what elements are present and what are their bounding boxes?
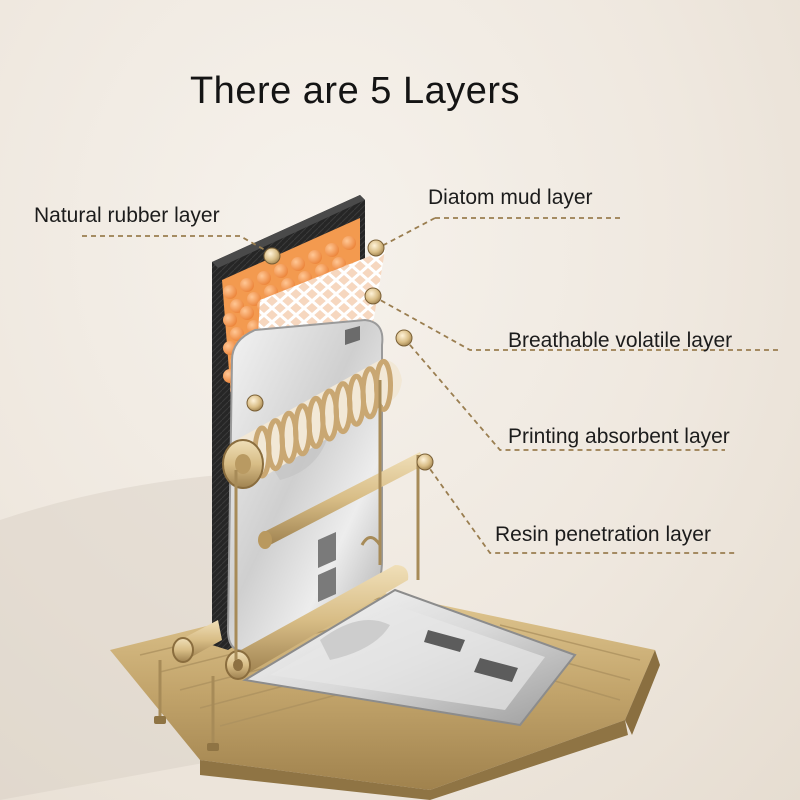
label-diatom-mud-layer: Diatom mud layer xyxy=(428,186,593,209)
ba-logo-embossed xyxy=(424,630,518,682)
marker-dot-icon xyxy=(364,287,382,305)
label-resin-penetration-layer: Resin penetration layer xyxy=(495,523,711,546)
leader-lines xyxy=(82,217,780,554)
foam-bead xyxy=(230,299,244,313)
gold-rod-bottom-icon xyxy=(225,565,409,680)
roller-stripe xyxy=(374,358,393,412)
foam-bead xyxy=(274,264,288,278)
marker-dot-icon xyxy=(416,453,434,471)
ba-logo-vertical xyxy=(318,532,336,602)
foam-bead xyxy=(240,306,254,320)
foam-bead xyxy=(230,327,244,341)
leader-line-diatom xyxy=(377,217,620,249)
leader-line-printing xyxy=(403,337,725,451)
striped-roller-icon xyxy=(222,358,402,489)
left-roller-icon xyxy=(172,620,222,663)
leader-line-resin xyxy=(424,461,735,554)
marker-dot-icon xyxy=(367,239,385,257)
foam-bead xyxy=(257,271,271,285)
foam-bead xyxy=(240,278,254,292)
label-natural-rubber-layer: Natural rubber layer xyxy=(34,204,220,227)
label-breathable-volatile-layer: Breathable volatile layer xyxy=(508,329,733,352)
foam-bead xyxy=(308,250,322,264)
marker-dot-icon xyxy=(395,329,413,347)
gold-rod-middle-icon xyxy=(258,452,426,549)
foam-bead xyxy=(342,236,356,250)
marker-dots xyxy=(246,239,434,471)
foam-bead xyxy=(223,285,237,299)
leader-line-rubber xyxy=(82,235,273,255)
foam-bead xyxy=(223,313,237,327)
label-printing-absorbent-layer: Printing absorbent layer xyxy=(508,425,730,448)
wire-stand xyxy=(158,380,420,745)
foam-bead xyxy=(247,292,261,306)
diagram-title: There are 5 Layers xyxy=(189,70,521,112)
leader-line-breath xyxy=(372,295,780,351)
stand-feet xyxy=(154,716,219,751)
marker-dot-icon xyxy=(263,247,281,265)
foam-bead xyxy=(291,257,305,271)
foam-bead xyxy=(325,243,339,257)
base-silver-pad xyxy=(242,588,577,727)
marker-dot-icon xyxy=(246,394,264,412)
